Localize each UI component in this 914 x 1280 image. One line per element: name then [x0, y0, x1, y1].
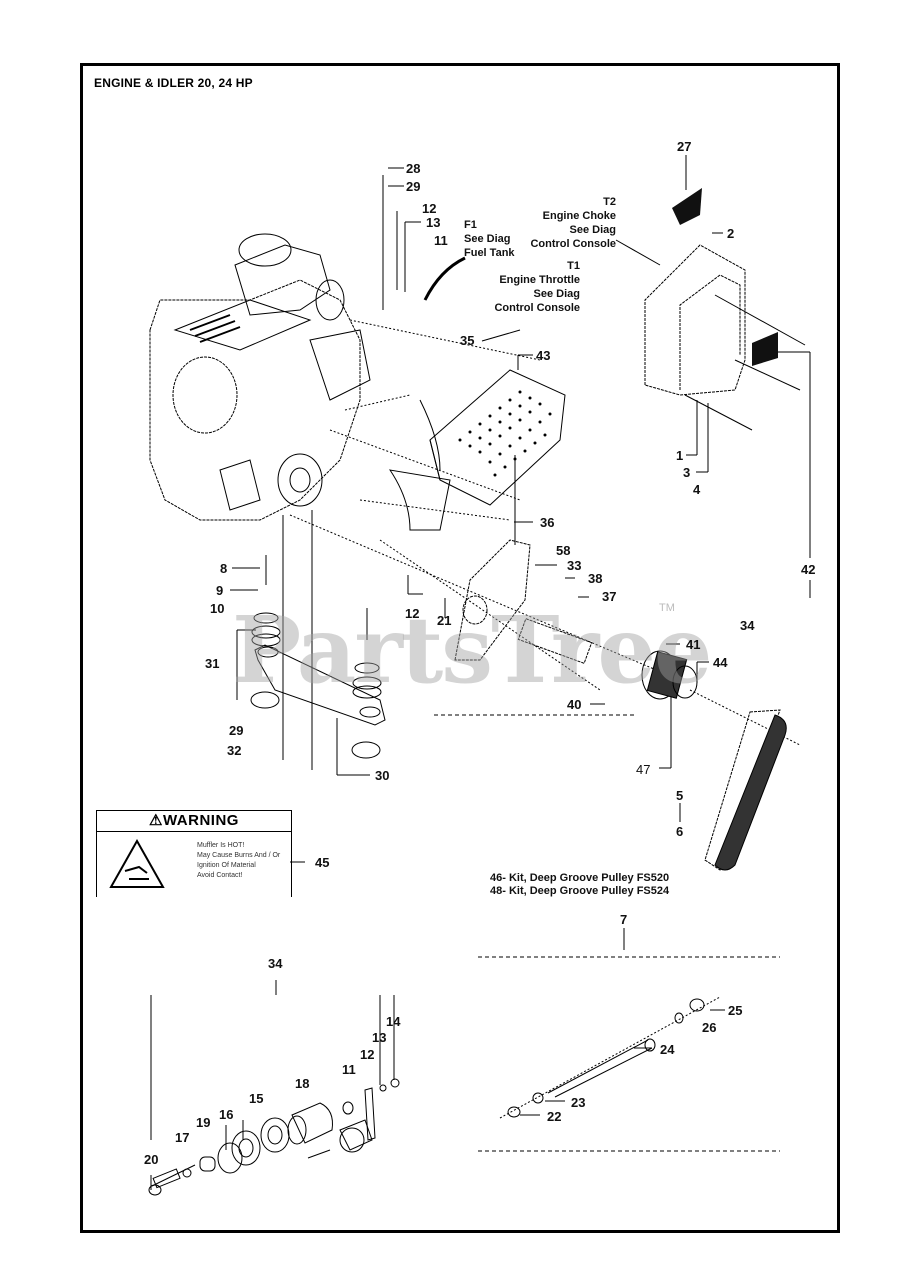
callout-34-exploded: 34	[268, 956, 283, 971]
callout-36: 36	[540, 515, 555, 530]
callout-3: 3	[683, 465, 691, 480]
watermark-trademark: TM	[659, 602, 675, 614]
callout-34: 34	[740, 618, 755, 633]
callout-13-exploded: 13	[372, 1030, 387, 1045]
callout-33: 33	[567, 558, 582, 573]
note-f1-line2: Fuel Tank	[464, 247, 515, 259]
callout-32: 32	[227, 743, 242, 758]
callout-19: 19	[196, 1115, 211, 1130]
callout-16: 16	[219, 1107, 234, 1122]
note-t2: T2 Engine Choke See Diag Control Console	[520, 195, 616, 251]
warning-triangle-icon: ⚠	[149, 812, 163, 829]
note-f1-line1: See Diag	[464, 233, 511, 245]
callout-leaders	[230, 155, 811, 1116]
note-t2-line1: Engine Choke	[542, 210, 616, 222]
callout-10: 10	[210, 601, 225, 616]
note-f1-code: F1	[464, 219, 477, 231]
callout-13: 13	[426, 215, 441, 230]
note-t2-line3: Control Console	[530, 238, 616, 250]
callout-12-exploded: 12	[360, 1047, 375, 1062]
callout-17: 17	[175, 1130, 190, 1145]
callout-5: 5	[676, 788, 684, 803]
callout-8: 8	[220, 561, 228, 576]
callout-14: 14	[386, 1014, 401, 1029]
callout-21: 21	[437, 613, 452, 628]
note-t1-line2: See Diag	[533, 288, 580, 300]
callout-12-idler: 12	[405, 606, 420, 621]
callout-29-mount: 29	[229, 723, 244, 738]
callout-29: 29	[406, 179, 421, 194]
warning-decal: ⚠WARNING Muffler Is HOT! May Cause Burns…	[96, 810, 292, 897]
kit-item: 48- Kit, Deep Groove Pulley FS524	[490, 885, 670, 897]
callout-1: 1	[676, 448, 684, 463]
callout-31: 31	[205, 656, 220, 671]
callout-25: 25	[728, 1003, 743, 1018]
kit-item: 46- Kit, Deep Groove Pulley FS520	[490, 872, 670, 884]
callout-7: 7	[620, 912, 628, 927]
drive-belt	[704, 709, 787, 871]
warning-heading: ⚠WARNING	[97, 811, 291, 832]
callout-26: 26	[702, 1020, 717, 1035]
callout-9: 9	[216, 583, 224, 598]
callout-18: 18	[295, 1076, 310, 1091]
engine-mount-bar	[254, 644, 386, 726]
exploded-leader-lines	[150, 980, 395, 1190]
vibration-isolators	[250, 612, 382, 759]
callout-11: 11	[434, 233, 448, 248]
callout-15: 15	[249, 1091, 264, 1106]
note-t1: T1 Engine Throttle See Diag Control Cons…	[480, 259, 580, 315]
callout-44: 44	[713, 655, 728, 670]
note-t1-code: T1	[567, 260, 580, 272]
callout-22: 22	[547, 1109, 562, 1124]
callout-27: 27	[677, 139, 692, 154]
diagram-title: ENGINE & IDLER 20, 24 HP	[94, 76, 253, 90]
belt-guard-bolts	[684, 294, 806, 431]
note-t2-line2: See Diag	[569, 224, 616, 236]
note-t2-code: T2	[603, 196, 616, 208]
callout-43: 43	[536, 348, 551, 363]
kit-list: 46- Kit, Deep Groove Pulley FS520 48- Ki…	[490, 872, 669, 898]
callout-41: 41	[686, 637, 701, 652]
mount-bolts	[265, 510, 368, 770]
idler-bracket	[454, 539, 531, 661]
diagram-frame	[80, 63, 840, 1233]
idler-pulley	[641, 650, 698, 700]
callout-6: 6	[676, 824, 684, 839]
callout-35: 35	[460, 333, 475, 348]
callout-24: 24	[660, 1042, 675, 1057]
note-t1-line3: Control Console	[494, 302, 580, 314]
idler-arm-rods	[289, 319, 681, 691]
callout-23: 23	[571, 1095, 586, 1110]
callout-38: 38	[588, 571, 603, 586]
callout-11-exploded: 11	[342, 1062, 356, 1077]
callout-12: 12	[422, 201, 437, 216]
callout-30: 30	[375, 768, 390, 783]
callout-37: 37	[602, 589, 617, 604]
note-t1-line1: Engine Throttle	[499, 274, 580, 286]
decal-27	[672, 188, 702, 225]
callout-4: 4	[693, 482, 701, 497]
throttle-shaft-assembly	[499, 996, 721, 1119]
belt-guard	[644, 244, 746, 396]
engine-assembly	[149, 233, 371, 521]
callout-40: 40	[567, 697, 582, 712]
callout-42: 42	[801, 562, 816, 577]
muffler-heat-shield	[429, 369, 566, 506]
callout-58: 58	[556, 543, 571, 558]
callout-20: 20	[144, 1152, 159, 1167]
callout-28: 28	[406, 161, 421, 176]
callout-45: 45	[315, 855, 330, 870]
decal-42	[752, 332, 778, 366]
idler-spacer	[517, 618, 593, 664]
hot-surface-icon	[109, 839, 165, 888]
callout-2: 2	[727, 226, 735, 241]
warning-text: Muffler Is HOT! May Cause Burns And / Or…	[197, 842, 281, 879]
callout-47: 47	[636, 762, 651, 777]
idler-pulley-exploded	[148, 1078, 400, 1196]
note-f1: F1 See Diag Fuel Tank	[464, 218, 515, 260]
